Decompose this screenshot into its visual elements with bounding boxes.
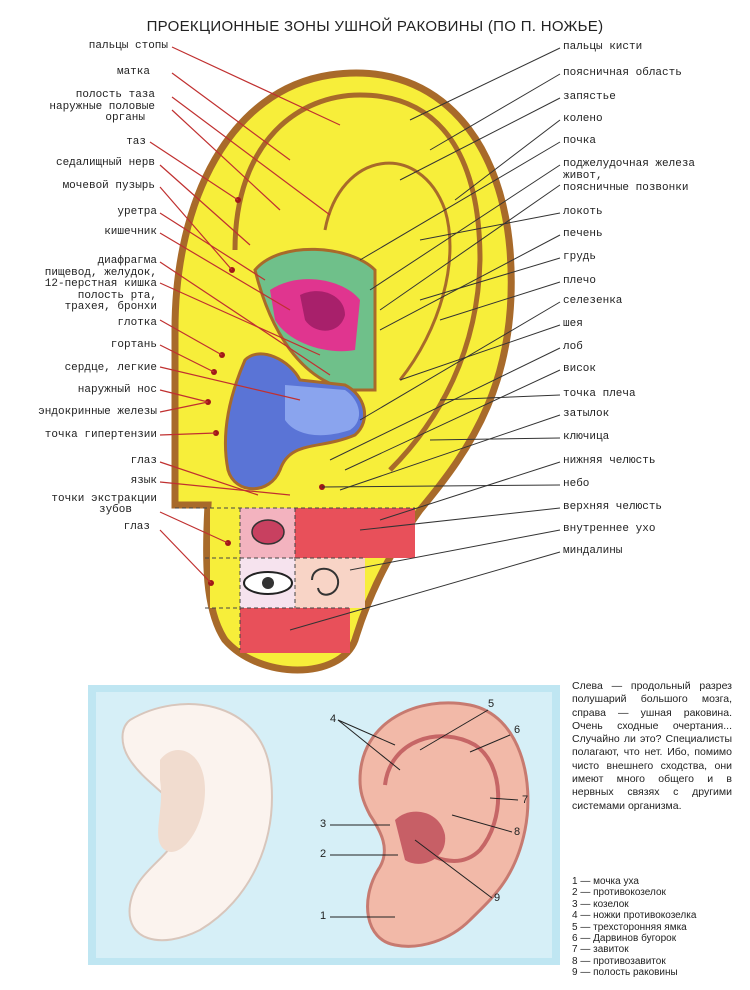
right-leader-lines bbox=[289, 47, 561, 631]
label-trachea: трахея, бронхи bbox=[64, 301, 157, 313]
legend-item: 2 — противокозелок bbox=[572, 887, 666, 899]
label-elbow: локоть bbox=[563, 206, 603, 218]
legend-item: 7 — завиток bbox=[572, 944, 629, 956]
label-teeth: зубов bbox=[98, 504, 132, 516]
label-tongue: язык bbox=[130, 475, 157, 487]
label-endocrine: эндокринные железы bbox=[38, 406, 157, 418]
label-fingers: пальцы кисти bbox=[563, 41, 643, 53]
label-forehead: лоб bbox=[563, 341, 583, 353]
label-larynx: гортань bbox=[110, 339, 157, 351]
label-intestine: кишечник bbox=[104, 226, 157, 238]
tongue-icon bbox=[251, 519, 285, 545]
label-temple: висок bbox=[563, 363, 597, 375]
caption-description: Слева — продольный разрез полушарий боль… bbox=[572, 680, 732, 812]
label-hypertension: точка гипертензии bbox=[44, 429, 157, 441]
legend-item: 6 — Дарвинов бугорок bbox=[572, 933, 677, 945]
label-heart-lungs: сердце, легкие bbox=[64, 362, 157, 374]
label-lower-jaw: нижняя челюсть bbox=[563, 455, 656, 467]
anatomy-number-7: 7 bbox=[522, 794, 529, 806]
label-inner-ear: внутреннее ухо bbox=[563, 523, 656, 535]
anatomy-number-1: 1 bbox=[320, 910, 327, 922]
anatomy-number-3: 3 bbox=[320, 818, 327, 830]
label-pancreas: поджелудочная железа bbox=[563, 158, 696, 170]
label-nose: наружный нос bbox=[77, 384, 157, 396]
label-abdomen: живот, bbox=[563, 170, 603, 182]
label-shoulder: плечо bbox=[563, 275, 597, 287]
left-leader-lines bbox=[149, 46, 341, 584]
label-neck: шея bbox=[563, 318, 583, 330]
legend-item: 5 — трехсторонняя ямка bbox=[572, 921, 687, 933]
label-tonsils: миндалины bbox=[563, 545, 623, 557]
label-pelvis: таз bbox=[126, 136, 146, 148]
label-diaphragm: диафрагма bbox=[97, 255, 157, 267]
legend-item: 9 — полость раковины bbox=[572, 967, 678, 979]
label-genitals: наружные половые bbox=[49, 101, 155, 113]
label-pelvic-cavity: полость таза bbox=[75, 89, 155, 101]
label-knee: колено bbox=[563, 113, 603, 125]
label-pharynx: глотка bbox=[117, 317, 157, 329]
label-palate: небо bbox=[563, 478, 590, 490]
label-tooth-extraction: точки экстракции bbox=[51, 493, 157, 505]
legend-item: 8 — противозавиток bbox=[572, 955, 666, 967]
anatomy-number-6: 6 bbox=[514, 724, 521, 736]
legend-item: 3 — козелок bbox=[572, 898, 629, 910]
label-mouth-cavity: полость рта, bbox=[77, 290, 157, 302]
anatomy-number-8: 8 bbox=[514, 826, 521, 838]
label-lumbar-vertebrae: поясничные позвонки bbox=[563, 182, 689, 194]
helix-inner-line bbox=[232, 92, 483, 472]
label-shoulder-point: точка плеча bbox=[563, 388, 636, 400]
label-chest: грудь bbox=[563, 251, 597, 263]
anatomy-number-4: 4 bbox=[330, 713, 337, 725]
label-urethra: уретра bbox=[117, 206, 157, 218]
label-liver: печень bbox=[563, 228, 603, 240]
label-lumbar-area: поясничная область bbox=[563, 67, 682, 79]
label-kidney: почка bbox=[563, 135, 597, 147]
anatomy-number-2: 2 bbox=[320, 848, 327, 860]
intestine-zone bbox=[300, 291, 345, 331]
legend-item: 1 — мочка уха bbox=[572, 876, 639, 887]
label-eye-lower: глаз bbox=[123, 521, 150, 533]
lobe-cell-5 bbox=[240, 608, 350, 653]
ear-image bbox=[358, 701, 530, 948]
label-uterus: матка bbox=[116, 66, 150, 78]
legend-item: 4 — ножки противокозелка bbox=[572, 910, 697, 922]
lobe-grid-lines bbox=[175, 507, 415, 650]
page-title: ПРОЕКЦИОННЫЕ ЗОНЫ УШНОЙ РАКОВИНЫ (ПО П. … bbox=[146, 18, 604, 35]
inner-ear-icon bbox=[311, 567, 340, 596]
label-upper-jaw: верхняя челюсть bbox=[563, 501, 663, 513]
label-clavicle: ключица bbox=[563, 431, 610, 443]
anatomy-leader-lines bbox=[330, 709, 519, 918]
anatomy-legend: 1 — мочка уха 2 — противокозелок 3 — коз… bbox=[572, 876, 742, 979]
label-sciatic-nerve: седалищный нерв bbox=[55, 157, 155, 169]
label-esophagus: пищевод, желудок, bbox=[44, 267, 157, 279]
label-eye-upper: глаз bbox=[130, 455, 157, 467]
label-spleen: селезенка bbox=[563, 295, 623, 307]
label-occiput: затылок bbox=[563, 408, 610, 420]
anatomy-number-5: 5 bbox=[488, 698, 495, 710]
lobe-cell-2 bbox=[295, 508, 415, 558]
cavum-light bbox=[285, 385, 360, 436]
label-duodenum: 12-перстная кишка bbox=[44, 278, 157, 290]
lobe-cell-4 bbox=[295, 558, 365, 608]
label-wrist: запястье bbox=[563, 91, 616, 103]
label-bladder: мочевой пузырь bbox=[62, 180, 155, 192]
label-toes: пальцы стопы bbox=[88, 40, 168, 52]
label-organs: органы bbox=[105, 112, 145, 124]
anatomy-number-9: 9 bbox=[494, 892, 501, 904]
